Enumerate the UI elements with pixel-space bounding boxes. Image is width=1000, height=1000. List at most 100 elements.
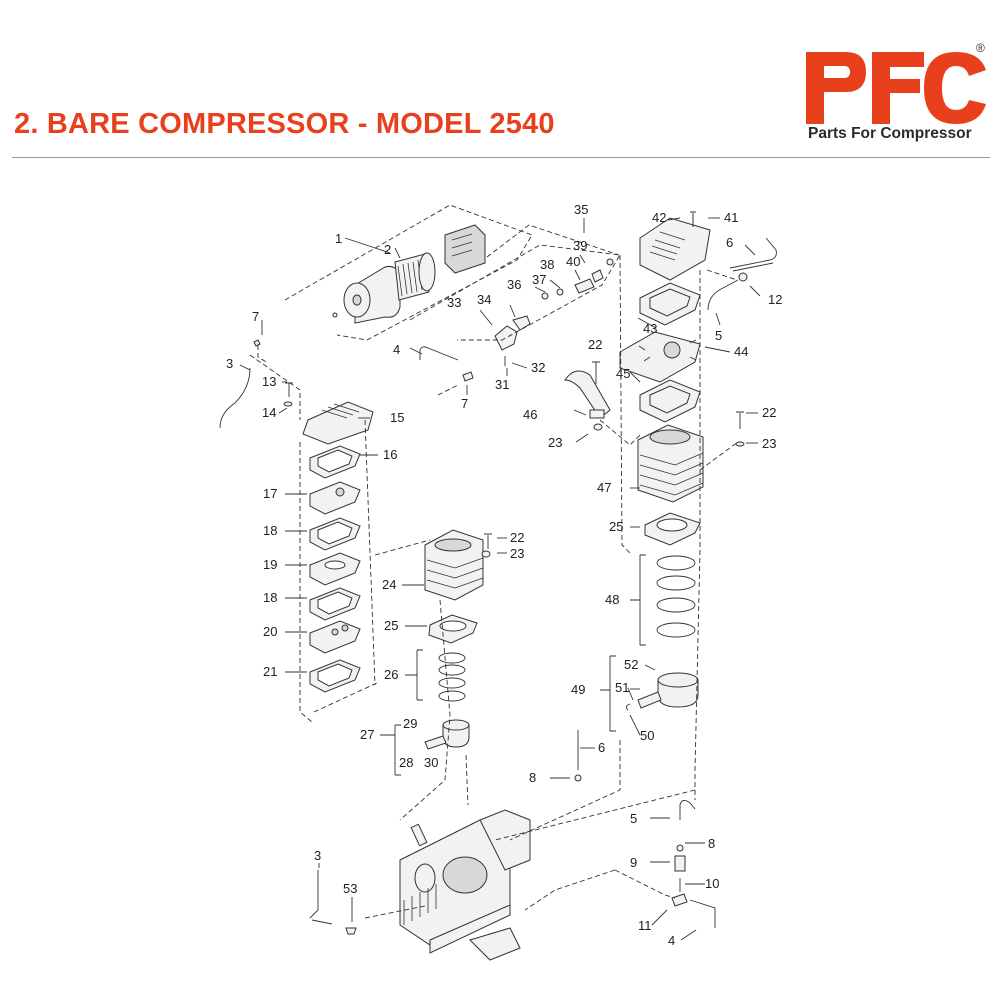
label-43: 43 [643, 321, 657, 336]
gasket-18a-part [309, 517, 361, 551]
label-38: 38 [540, 257, 554, 272]
label-5-top: 5 [715, 328, 722, 343]
label-6-middle: 6 [598, 740, 605, 755]
air-filter-housing-part [332, 266, 401, 324]
valve-plate-20-part [309, 620, 361, 654]
fitting-37-40-part [541, 258, 614, 300]
cylinder-47-part [637, 424, 704, 503]
housing-33-part [494, 315, 531, 351]
part-labels: 1 2 3 4 5 6 7 7 8 8 9 10 11 12 13 14 15 … [226, 202, 782, 948]
label-5-bottom: 5 [630, 811, 637, 826]
label-20: 20 [263, 624, 277, 639]
fittings-bottom-right-part [574, 730, 716, 928]
label-29: 29 [403, 716, 417, 731]
label-31: 31 [495, 377, 509, 392]
label-6-top: 6 [726, 235, 733, 250]
label-3-left: 3 [226, 356, 233, 371]
cylinder-24-part [424, 529, 484, 601]
label-25-middle: 25 [384, 618, 398, 633]
bolt-22-middle-part [481, 533, 492, 558]
label-40: 40 [566, 254, 580, 269]
gasket-45-part [639, 379, 701, 423]
bolt-41-part [690, 211, 696, 227]
label-26: 26 [384, 667, 398, 682]
label-8-middle: 8 [529, 770, 536, 785]
fitting-7-left-part [253, 339, 261, 347]
label-8-bottom: 8 [708, 836, 715, 851]
piston-49-part [625, 672, 699, 711]
label-49: 49 [571, 682, 585, 697]
crankcase-part [399, 809, 531, 961]
label-10: 10 [705, 876, 719, 891]
label-27: 27 [360, 727, 374, 742]
leader-lines [239, 217, 761, 941]
label-1: 1 [335, 231, 342, 246]
label-35: 35 [574, 202, 588, 217]
label-12: 12 [768, 292, 782, 307]
label-36: 36 [507, 277, 521, 292]
filter-cover-part [444, 224, 486, 274]
valve-19-part [309, 552, 361, 586]
label-44: 44 [734, 344, 748, 359]
valve-plate-44-part [619, 331, 701, 383]
label-21: 21 [263, 664, 277, 679]
piston-rings-48-part [656, 555, 696, 638]
label-22-middle: 22 [510, 530, 524, 545]
label-50: 50 [640, 728, 654, 743]
gasket-25-right-part [644, 512, 701, 546]
label-22-center: 22 [588, 337, 602, 352]
label-42: 42 [652, 210, 666, 225]
label-13: 13 [262, 374, 276, 389]
plug-53-part [345, 927, 357, 935]
label-18b: 18 [263, 590, 277, 605]
page-title: 2. BARE COMPRESSOR - MODEL 2540 [14, 108, 555, 140]
gasket-18b-part [309, 587, 361, 621]
registered-mark: ® [976, 41, 985, 55]
label-34: 34 [477, 292, 491, 307]
label-19: 19 [263, 557, 277, 572]
tube-3-left-part [219, 367, 251, 429]
tube-4-part [419, 346, 459, 361]
label-25-right: 25 [609, 519, 623, 534]
label-51: 51 [615, 680, 629, 695]
piston-27-part [424, 719, 470, 750]
cylinder-head-15-part [302, 401, 374, 445]
dashed-guide-lines [249, 204, 739, 919]
gasket-21-part [309, 659, 361, 693]
tube-3-bottom-part [309, 870, 333, 925]
bolt-22-right-part [735, 411, 745, 447]
label-45: 45 [616, 366, 630, 381]
label-23-center: 23 [548, 435, 562, 450]
label-24: 24 [382, 577, 396, 592]
label-30: 30 [424, 755, 438, 770]
gasket-16-part [309, 445, 361, 479]
label-23-right: 23 [762, 436, 776, 451]
label-4-bottom: 4 [668, 933, 675, 948]
label-22-right: 22 [762, 405, 776, 420]
header-divider [12, 157, 990, 158]
label-2: 2 [384, 242, 391, 257]
label-37: 37 [532, 272, 546, 287]
label-4-top: 4 [393, 342, 400, 357]
filter-element-part [394, 252, 436, 301]
label-7-left: 7 [252, 309, 259, 324]
piston-rings-26-part [438, 652, 466, 702]
cylinder-head-large-part [639, 217, 711, 281]
label-14: 14 [262, 405, 276, 420]
label-9: 9 [630, 855, 637, 870]
label-3-bottom: 3 [314, 848, 321, 863]
label-33: 33 [447, 295, 461, 310]
strap-46-part [564, 370, 611, 419]
label-46: 46 [523, 407, 537, 422]
gasket-43-part [639, 282, 701, 326]
label-39: 39 [573, 238, 587, 253]
bolt-13-part [283, 382, 293, 407]
fitting-7-center-part [462, 371, 474, 382]
label-47: 47 [597, 480, 611, 495]
label-32: 32 [531, 360, 545, 375]
label-17: 17 [263, 486, 277, 501]
label-48: 48 [605, 592, 619, 607]
brand-tagline: Parts For Compressor [808, 125, 972, 142]
label-23-middle: 23 [510, 546, 524, 561]
gasket-25-middle-part [428, 614, 478, 644]
